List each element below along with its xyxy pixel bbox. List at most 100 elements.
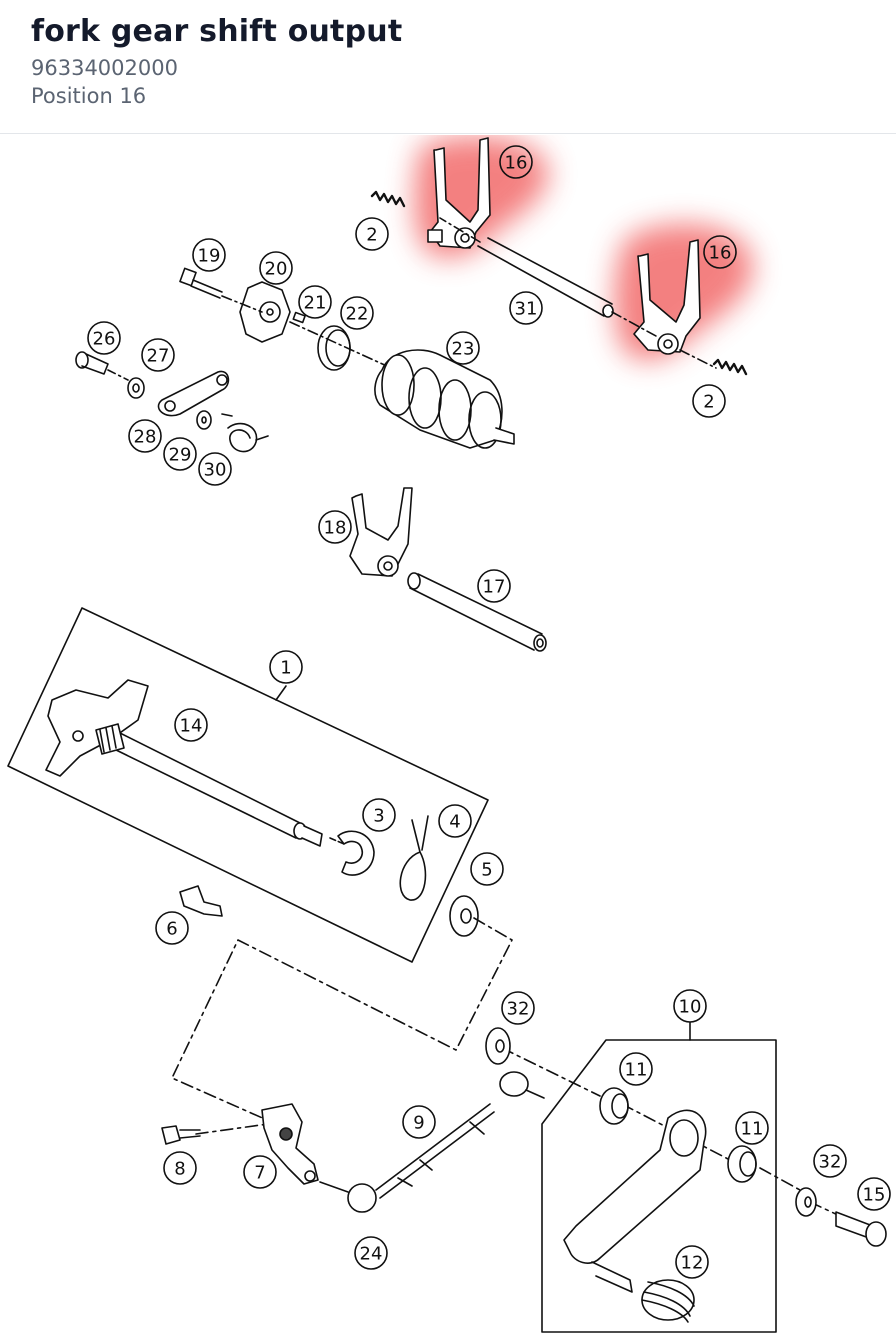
- lever-7[interactable]: [261, 1103, 319, 1185]
- callout-11[interactable]: 11: [735, 1111, 769, 1145]
- callout-31[interactable]: 31: [509, 291, 543, 325]
- callout-circle: [735, 1111, 769, 1145]
- callout-number: 21: [304, 293, 327, 314]
- bolt-15[interactable]: [835, 1211, 887, 1247]
- callout-17[interactable]: 17: [477, 569, 511, 603]
- bearing-11-right[interactable]: [727, 1145, 757, 1183]
- shift-fork-18[interactable]: [349, 487, 413, 577]
- callout-27[interactable]: 27: [141, 338, 175, 372]
- callout-circle: [813, 1144, 847, 1178]
- callout-2[interactable]: 2: [692, 384, 726, 418]
- callout-circle: [477, 569, 511, 603]
- callout-number: 1: [280, 658, 291, 679]
- spring-30[interactable]: [221, 413, 269, 453]
- callout-circle: [174, 708, 208, 742]
- callout-18[interactable]: 18: [318, 510, 352, 544]
- callout-circle: [470, 852, 504, 886]
- washer-5[interactable]: [449, 895, 479, 937]
- callout-6[interactable]: 6: [155, 911, 189, 945]
- callout-19[interactable]: 19: [192, 238, 226, 272]
- callout-number: 24: [360, 1244, 383, 1265]
- callout-number: 22: [346, 304, 369, 325]
- callout-number: 11: [741, 1119, 764, 1140]
- callout-number: 4: [449, 812, 460, 833]
- callout-9[interactable]: 9: [402, 1105, 436, 1139]
- callout-circle: [243, 1155, 277, 1189]
- callout-20[interactable]: 20: [259, 251, 293, 285]
- spline-14[interactable]: [95, 723, 125, 755]
- linkage-rod-9[interactable]: [375, 1071, 545, 1199]
- callout-16[interactable]: 16: [703, 235, 737, 269]
- shift-drum-23[interactable]: [289, 321, 515, 449]
- callout-circle: [675, 1245, 709, 1279]
- callout-15[interactable]: 15: [857, 1177, 891, 1211]
- assembly-box-1: [7, 607, 489, 963]
- callout-8[interactable]: 8: [163, 1151, 197, 1185]
- spring-clip-4[interactable]: [399, 815, 429, 901]
- bolt-8[interactable]: [161, 1125, 201, 1145]
- ball-joint-24[interactable]: [319, 1181, 377, 1213]
- callout-14[interactable]: 14: [174, 708, 208, 742]
- pin-6[interactable]: [179, 885, 223, 917]
- callout-16[interactable]: 16: [499, 145, 533, 179]
- peg-rubber-12[interactable]: [641, 1279, 695, 1323]
- callout-circle: [163, 1151, 197, 1185]
- bearing-11-left[interactable]: [599, 1087, 629, 1125]
- part-number: 96334002000: [31, 56, 178, 80]
- callout-26[interactable]: 26: [87, 321, 121, 355]
- callout-circle: [155, 911, 189, 945]
- spring-2-lower[interactable]: [712, 358, 748, 376]
- callout-10[interactable]: 10: [673, 989, 707, 1023]
- fork-shaft-31[interactable]: [439, 217, 614, 318]
- clip-3[interactable]: [329, 830, 375, 876]
- washer-32-left[interactable]: [485, 1027, 511, 1065]
- callout-7[interactable]: 7: [243, 1155, 277, 1189]
- callout-12[interactable]: 12: [675, 1245, 709, 1279]
- callout-23[interactable]: 23: [446, 331, 480, 365]
- callout-number: 3: [373, 806, 384, 827]
- callout-number: 32: [507, 999, 530, 1020]
- screw-19[interactable]: [179, 267, 223, 299]
- callout-32[interactable]: 32: [813, 1144, 847, 1178]
- callout-circle: [141, 338, 175, 372]
- callout-21[interactable]: 21: [298, 285, 332, 319]
- callout-24[interactable]: 24: [354, 1236, 388, 1270]
- callout-22[interactable]: 22: [340, 296, 374, 330]
- washer-29[interactable]: [196, 410, 212, 430]
- lever-28[interactable]: [157, 370, 230, 417]
- callout-29[interactable]: 29: [163, 437, 197, 471]
- callout-3[interactable]: 3: [362, 798, 396, 832]
- callout-32[interactable]: 32: [501, 991, 535, 1025]
- shift-fork-16-lower[interactable]: [611, 239, 717, 369]
- callout-4[interactable]: 4: [438, 804, 472, 838]
- gear-lever-12[interactable]: [563, 1109, 707, 1293]
- callout-circle: [128, 419, 162, 453]
- callout-11[interactable]: 11: [619, 1052, 653, 1086]
- bearing-22[interactable]: [317, 325, 351, 371]
- callout-number: 8: [174, 1159, 185, 1180]
- callout-28[interactable]: 28: [128, 419, 162, 453]
- shift-shaft-1[interactable]: [45, 679, 323, 847]
- callout-circle: [673, 989, 707, 1023]
- exploded-parts-diagram: 1616221920212223312627282930181711434563…: [7, 136, 891, 1333]
- washer-27[interactable]: [127, 377, 145, 399]
- callout-number: 16: [709, 243, 732, 264]
- washer-32-right[interactable]: [795, 1187, 817, 1217]
- callout-30[interactable]: 30: [198, 452, 232, 486]
- bolt-26[interactable]: [75, 351, 129, 381]
- callout-number: 19: [198, 246, 221, 267]
- callout-number: 9: [413, 1113, 424, 1134]
- callout-circle: [298, 285, 332, 319]
- callout-1[interactable]: 1: [269, 650, 303, 684]
- callout-number: 7: [254, 1163, 265, 1184]
- callout-5[interactable]: 5: [470, 852, 504, 886]
- callout-circle: [619, 1052, 653, 1086]
- pin-21[interactable]: [292, 311, 306, 324]
- shift-star-20[interactable]: [221, 281, 291, 343]
- callout-circle: [192, 238, 226, 272]
- spring-2-upper[interactable]: [370, 190, 406, 208]
- callout-number: 12: [681, 1253, 704, 1274]
- fork-shaft-17[interactable]: [407, 572, 547, 652]
- callout-2[interactable]: 2: [355, 217, 389, 251]
